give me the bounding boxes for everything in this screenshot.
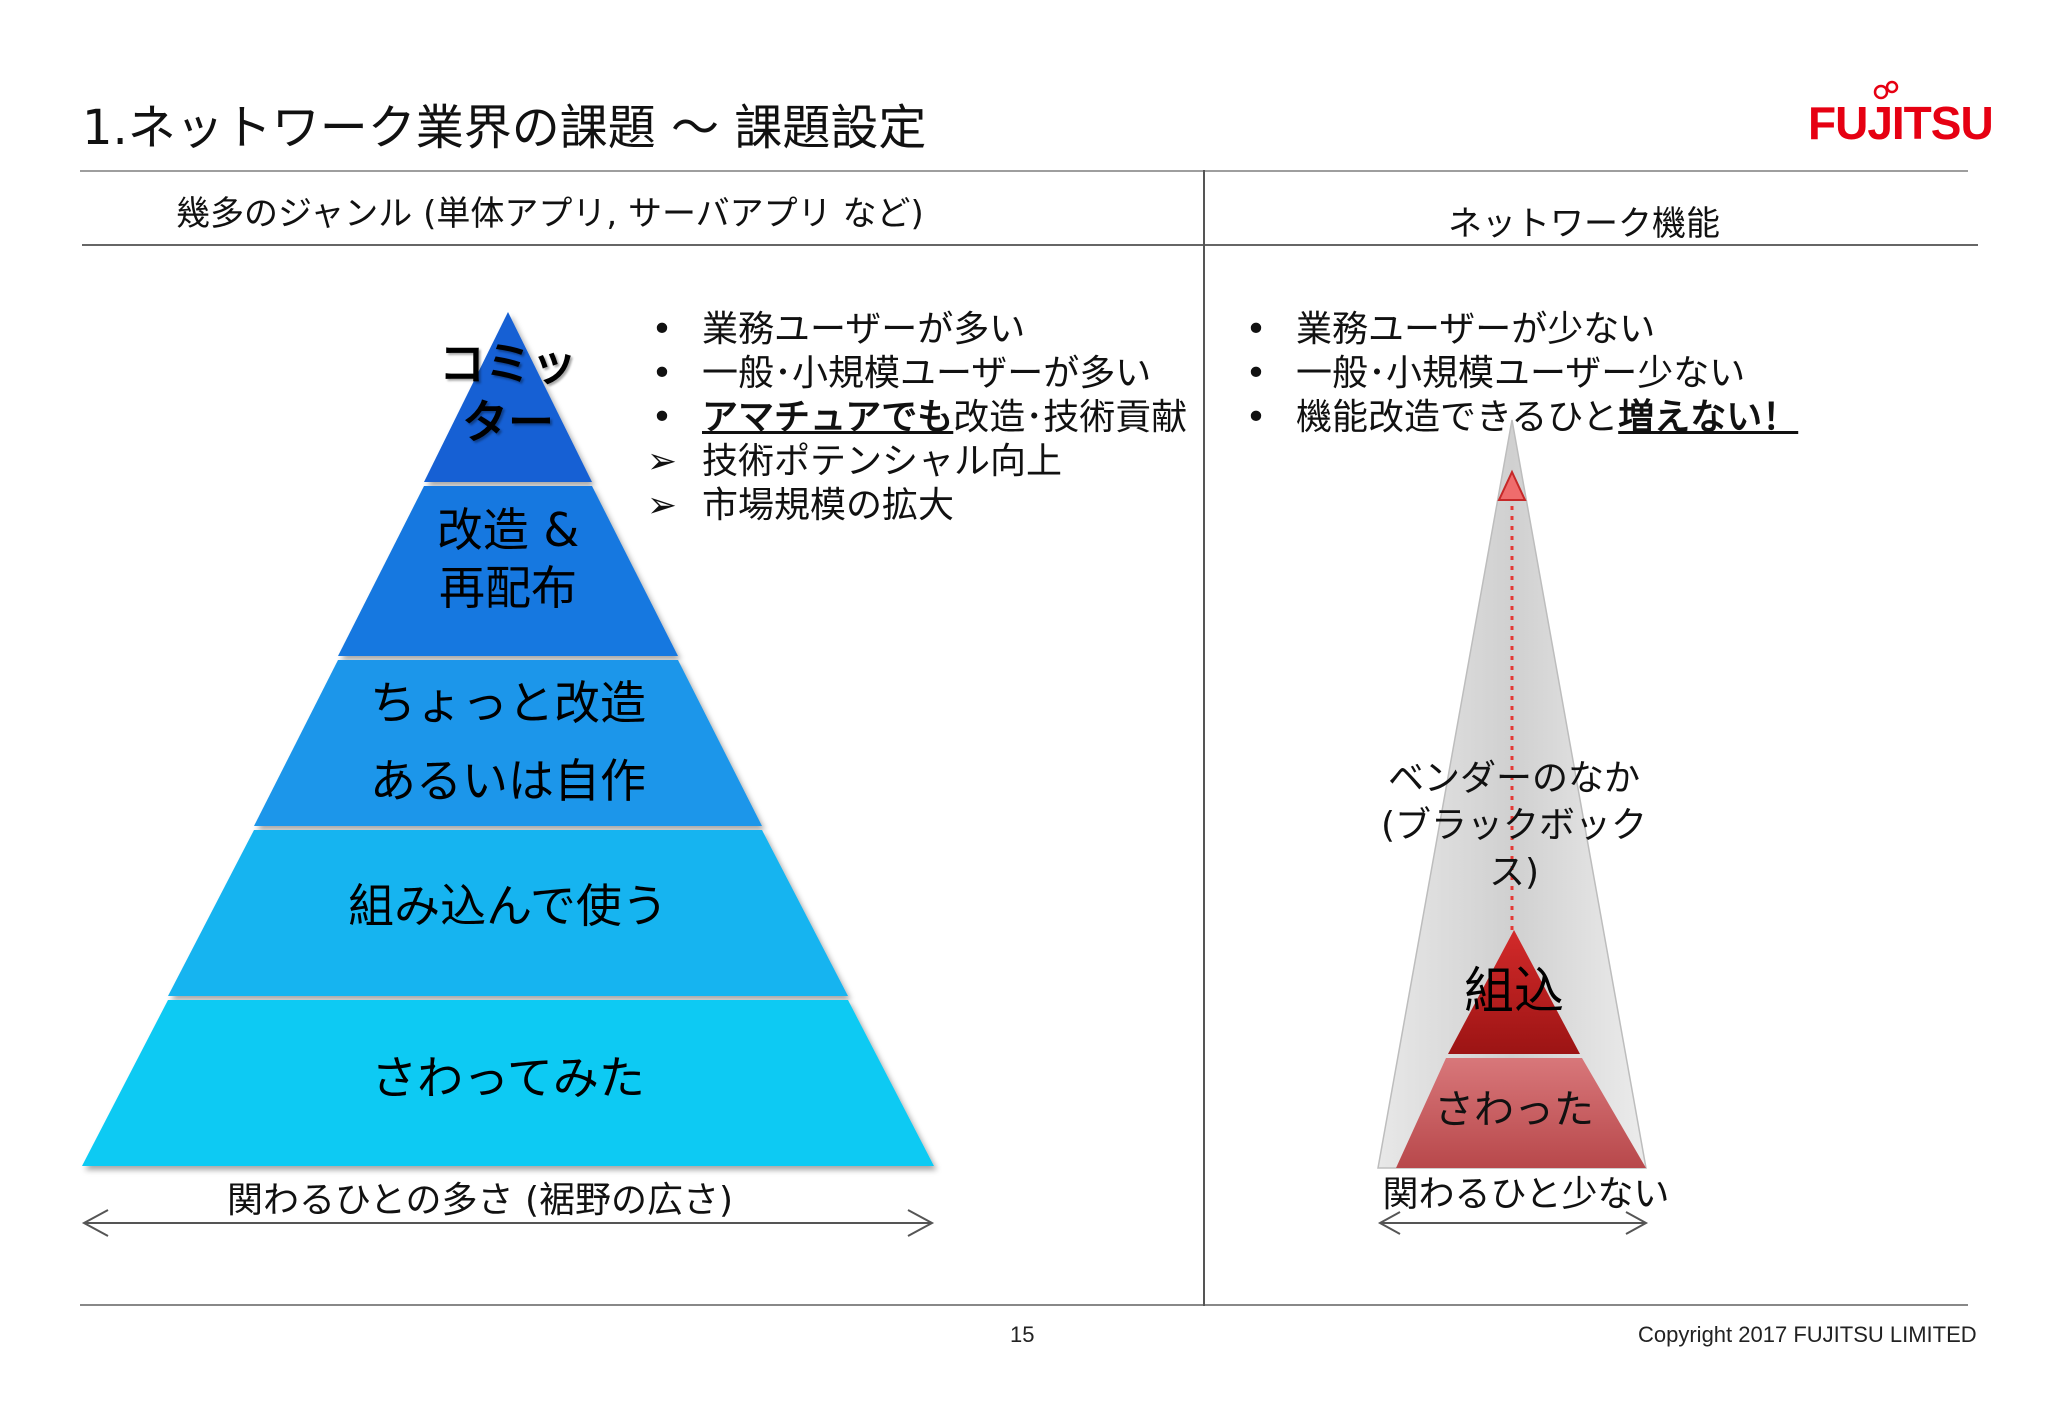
layer-label-modify: ちょっと改造 あるいは自作 (370, 676, 646, 809)
layer-label-commiter: コミッ ター (439, 337, 577, 449)
red-label-tried: さわった (1434, 1087, 1594, 1133)
pyramid-layer-redistribute (338, 486, 678, 656)
pyramid-layer-modify (254, 660, 762, 826)
left-bullet-item: ➢技術ポテンシャル向上 (646, 441, 1063, 482)
red-layer-tried (1396, 1058, 1646, 1168)
title-divider (80, 170, 1968, 172)
left-bullet-item: •アマチュアでも改造･技術貢献 (651, 397, 1188, 438)
left-axis-label: 関わるひとの多さ (裾野の広さ) (226, 1180, 734, 1221)
right-bullet-item: •業務ユーザーが少ない (1245, 309, 1656, 350)
right-bullet-list: •業務ユーザーが少ない •一般･小規模ユーザー少ない •機能改造できるひと増えな… (1236, 308, 1798, 440)
footer-divider (80, 1304, 1968, 1306)
arrow-head-icon (1497, 469, 1527, 501)
right-axis-label: 関わるひと少ない (1382, 1174, 1670, 1215)
left-bullet-item: ➢市場規模の拡大 (646, 485, 955, 526)
left-bullet-list: •業務ユーザーが多い •一般･小規模ユーザーが多い •アマチュアでも改造･技術貢… (642, 308, 1187, 528)
right-bullet-item: •一般･小規模ユーザー少ない (1245, 353, 1746, 394)
left-bullet-item: •業務ユーザーが多い (651, 309, 1026, 350)
pyramid-layer-commiter (424, 312, 592, 482)
layer-label-tried: さわってみた (371, 1051, 645, 1105)
left-axis-double-arrow-icon (81, 1209, 935, 1237)
emphasis-not-increase: 増えない！ (1618, 397, 1799, 438)
right-bullet-item: •機能改造できるひと増えない！ (1245, 397, 1799, 438)
panel-divider (1203, 170, 1205, 1306)
header-divider (82, 244, 1978, 246)
fujitsu-logo: FUJITSU (1808, 97, 1994, 149)
fujitsu-logo-rings-icon (1873, 80, 1899, 100)
red-label-embed: 組込 (1464, 962, 1564, 1020)
right-axis-double-arrow-icon (1377, 1211, 1649, 1235)
copyright: Copyright 2017 FUJITSU LIMITED (1638, 1322, 1977, 1347)
page-title: 1.ネットワーク業界の課題 〜 課題設定 (82, 100, 927, 156)
page-number: 15 (1010, 1322, 1035, 1347)
emphasis-amateur: アマチュアでも (702, 397, 954, 438)
right-panel-header: ネットワーク機能 (1448, 204, 1720, 244)
layer-label-redistribute: 改造 & 再配布 (436, 503, 580, 615)
red-layer-embed (1448, 930, 1580, 1054)
pyramid-layer-embed (168, 830, 848, 996)
left-panel-header: 幾多のジャンル (単体アプリ, サーバアプリ など) (176, 194, 924, 234)
layer-label-embed: 組み込んで使う (348, 879, 668, 933)
vendor-inside-label: ベンダーのなか (ブラックボックス) (1380, 758, 1648, 893)
left-bullet-item: •一般･小規模ユーザーが多い (651, 353, 1152, 394)
pyramid-layer-tried (82, 1000, 934, 1166)
